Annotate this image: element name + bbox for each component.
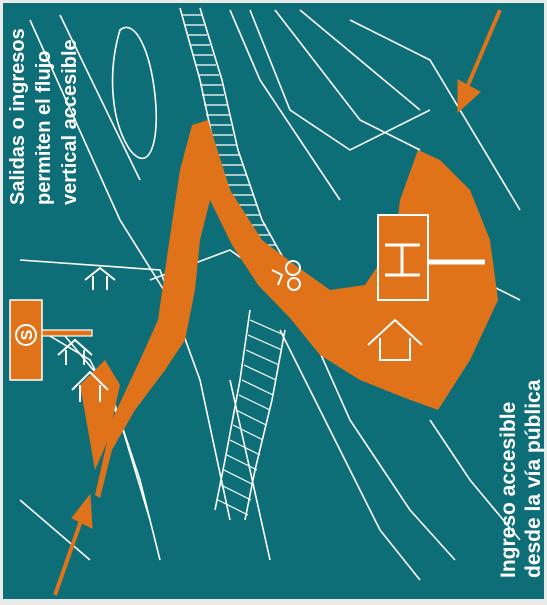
entry-label-line2: desde la vía pública [522,379,545,578]
exits-label-line2: permiten el flujo [33,51,55,205]
exits-label-line1: Salidas o ingresos [7,28,29,205]
elevator-sign-letter: S [19,329,36,340]
exits-label-line3: vertical accesible [59,39,81,205]
entry-label-line1: Ingreso accesible [497,402,520,578]
